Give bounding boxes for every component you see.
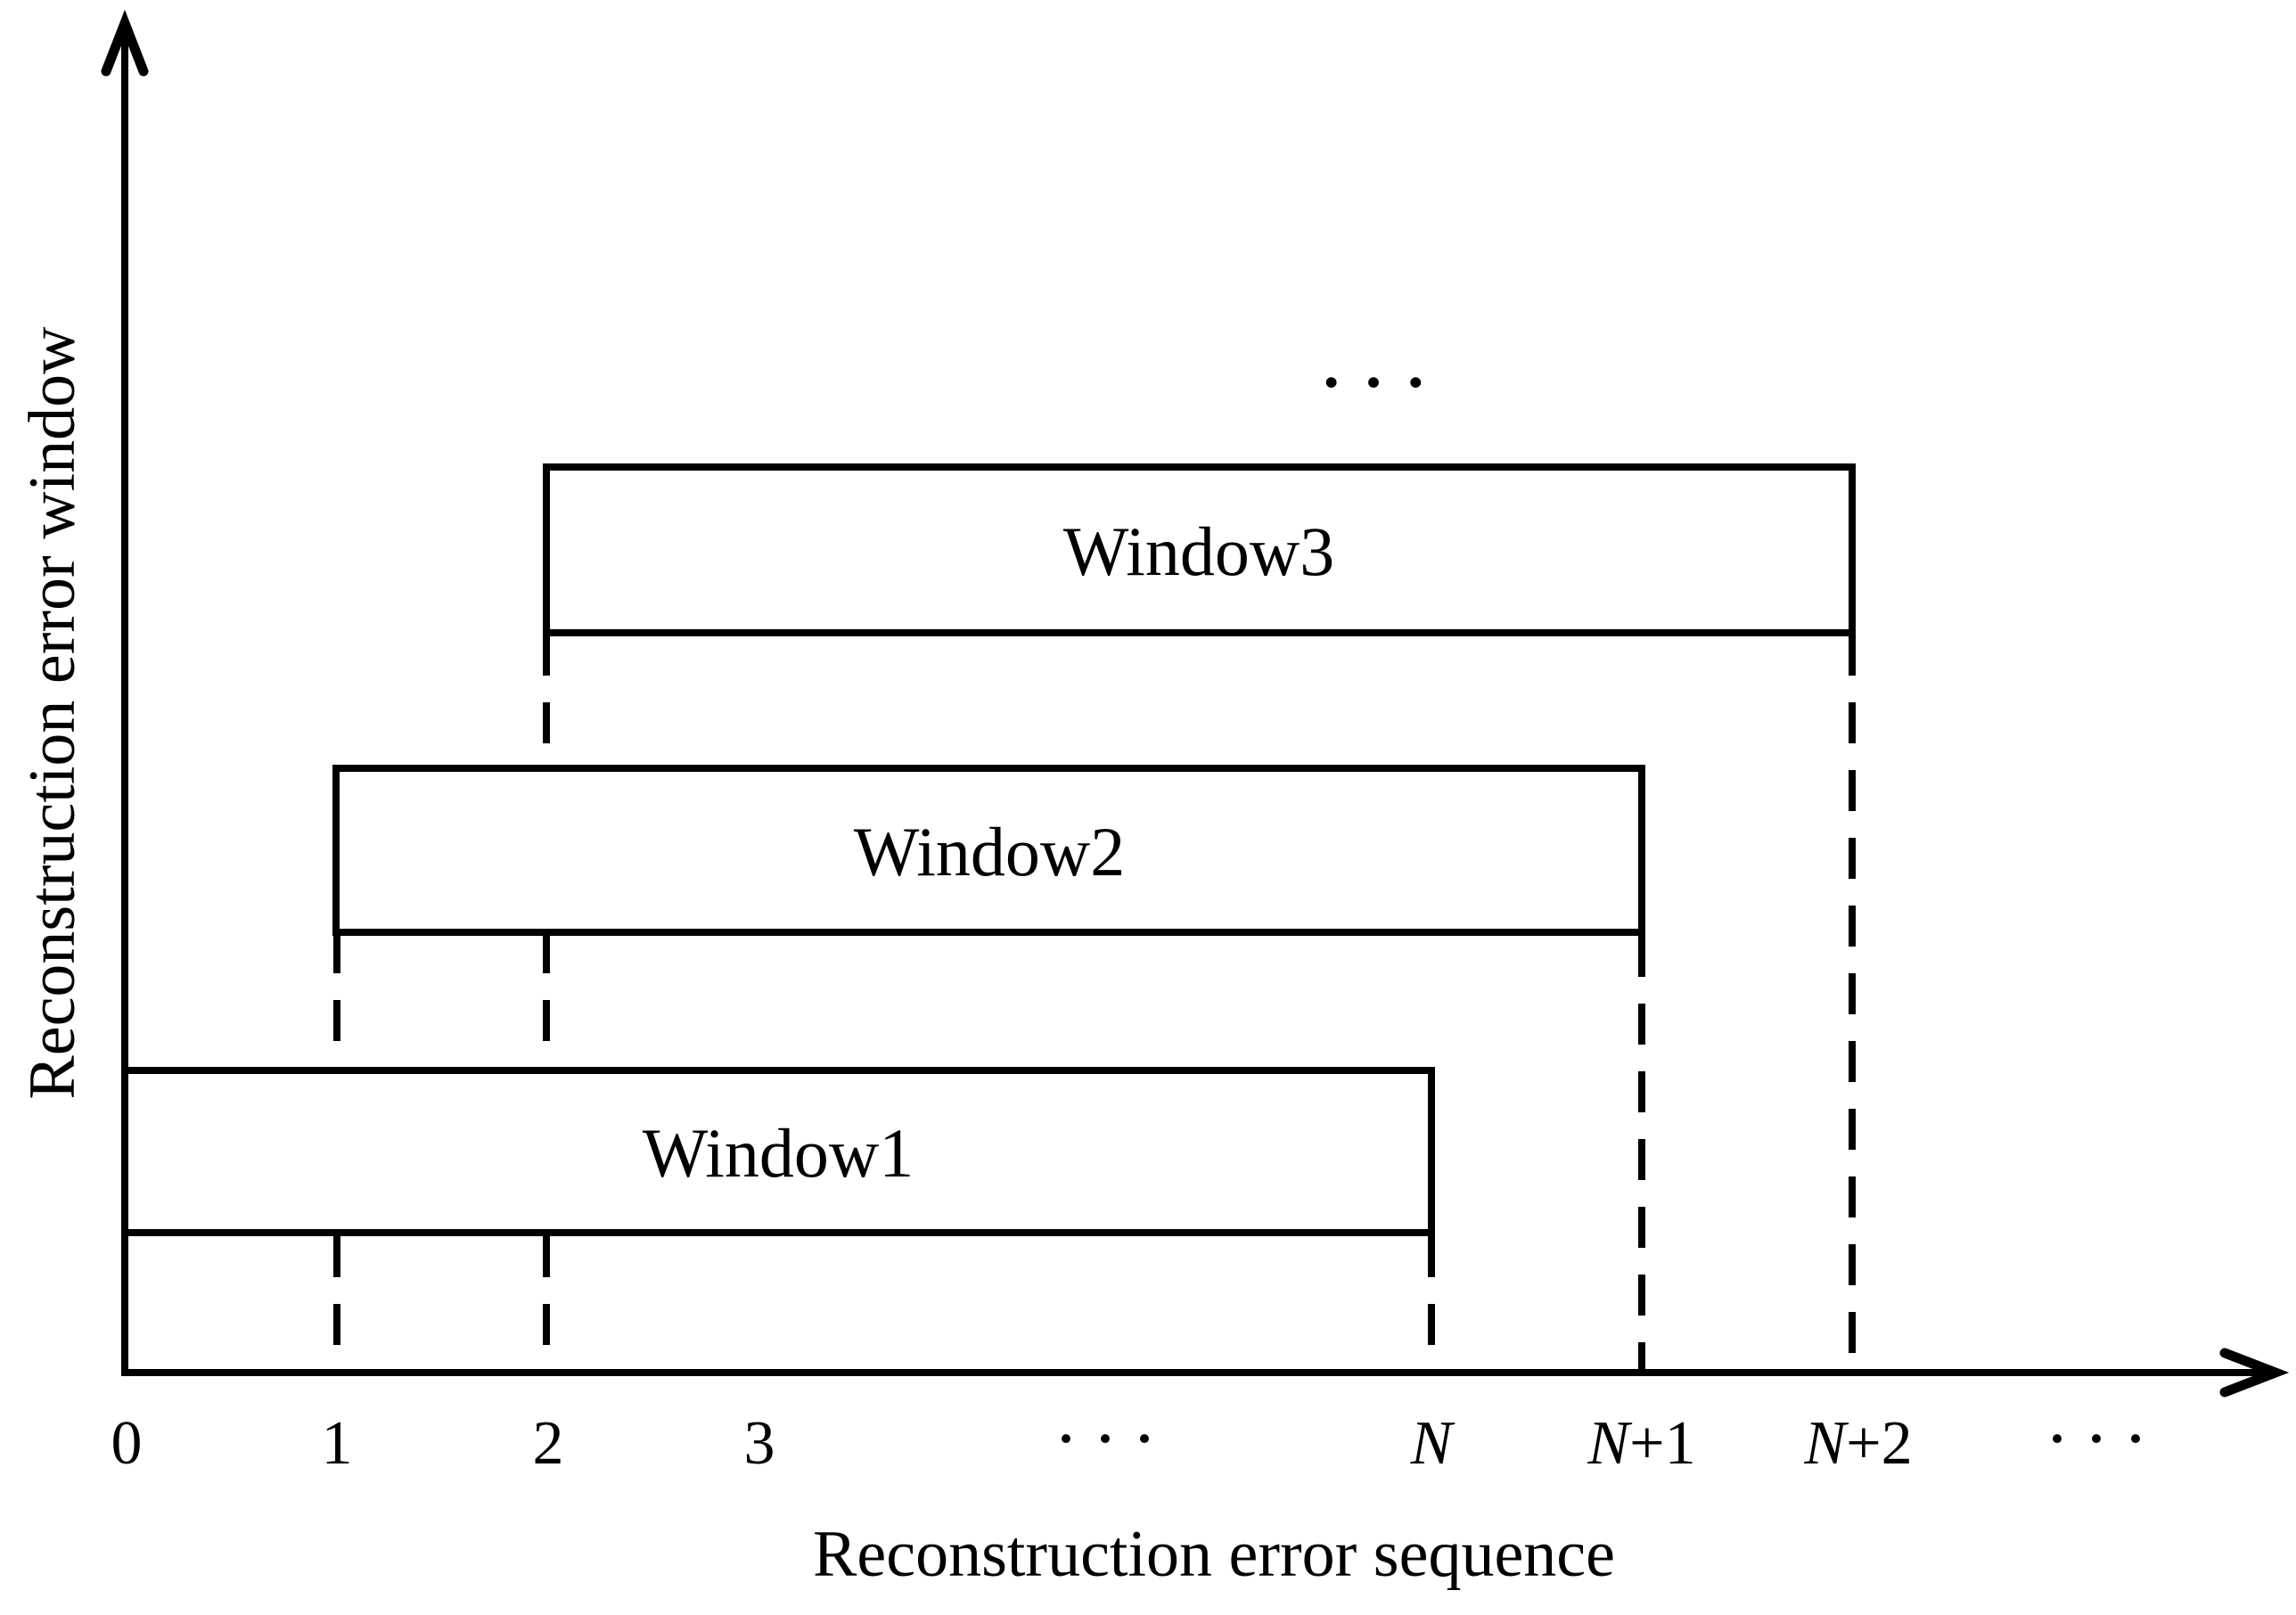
tick-label-2: 2	[533, 1409, 564, 1478]
tick-label-ellipsis-end: ···	[2045, 1398, 2162, 1480]
more-windows-ellipsis: ···	[1316, 332, 1443, 431]
tick-label-n2: N+2	[1803, 1409, 1912, 1478]
right-arrowhead-icon	[2219, 1348, 2290, 1398]
tick-label-0: 0	[111, 1409, 143, 1478]
y-axis-title: Reconstruction error window	[16, 326, 89, 1100]
dashed-guide-lines	[333, 635, 1856, 1369]
tick-label-ellipsis-mid: ···	[1054, 1398, 1171, 1480]
window3-label: Window3	[1063, 512, 1335, 590]
window3-box	[543, 463, 1856, 636]
tick-label-3: 3	[744, 1409, 775, 1478]
window1-label: Window1	[643, 1114, 914, 1192]
window1-box	[121, 1067, 1435, 1236]
tick-label-1: 1	[322, 1409, 353, 1478]
x-axis-tick-labels: 0 1 2 3 ··· N N+1 N+2 ···	[111, 1398, 2162, 1480]
x-axis	[121, 1348, 2290, 1398]
tick-label-n: N	[1410, 1409, 1456, 1478]
window2-box	[332, 765, 1645, 936]
tick-label-n1: N+1	[1587, 1409, 1695, 1478]
x-axis-title: Reconstruction error sequence	[813, 1518, 1615, 1591]
up-arrowhead-icon	[101, 9, 149, 77]
window-boxes: Window3 Window2 Window1	[121, 463, 1856, 1236]
window2-label: Window2	[854, 813, 1126, 890]
